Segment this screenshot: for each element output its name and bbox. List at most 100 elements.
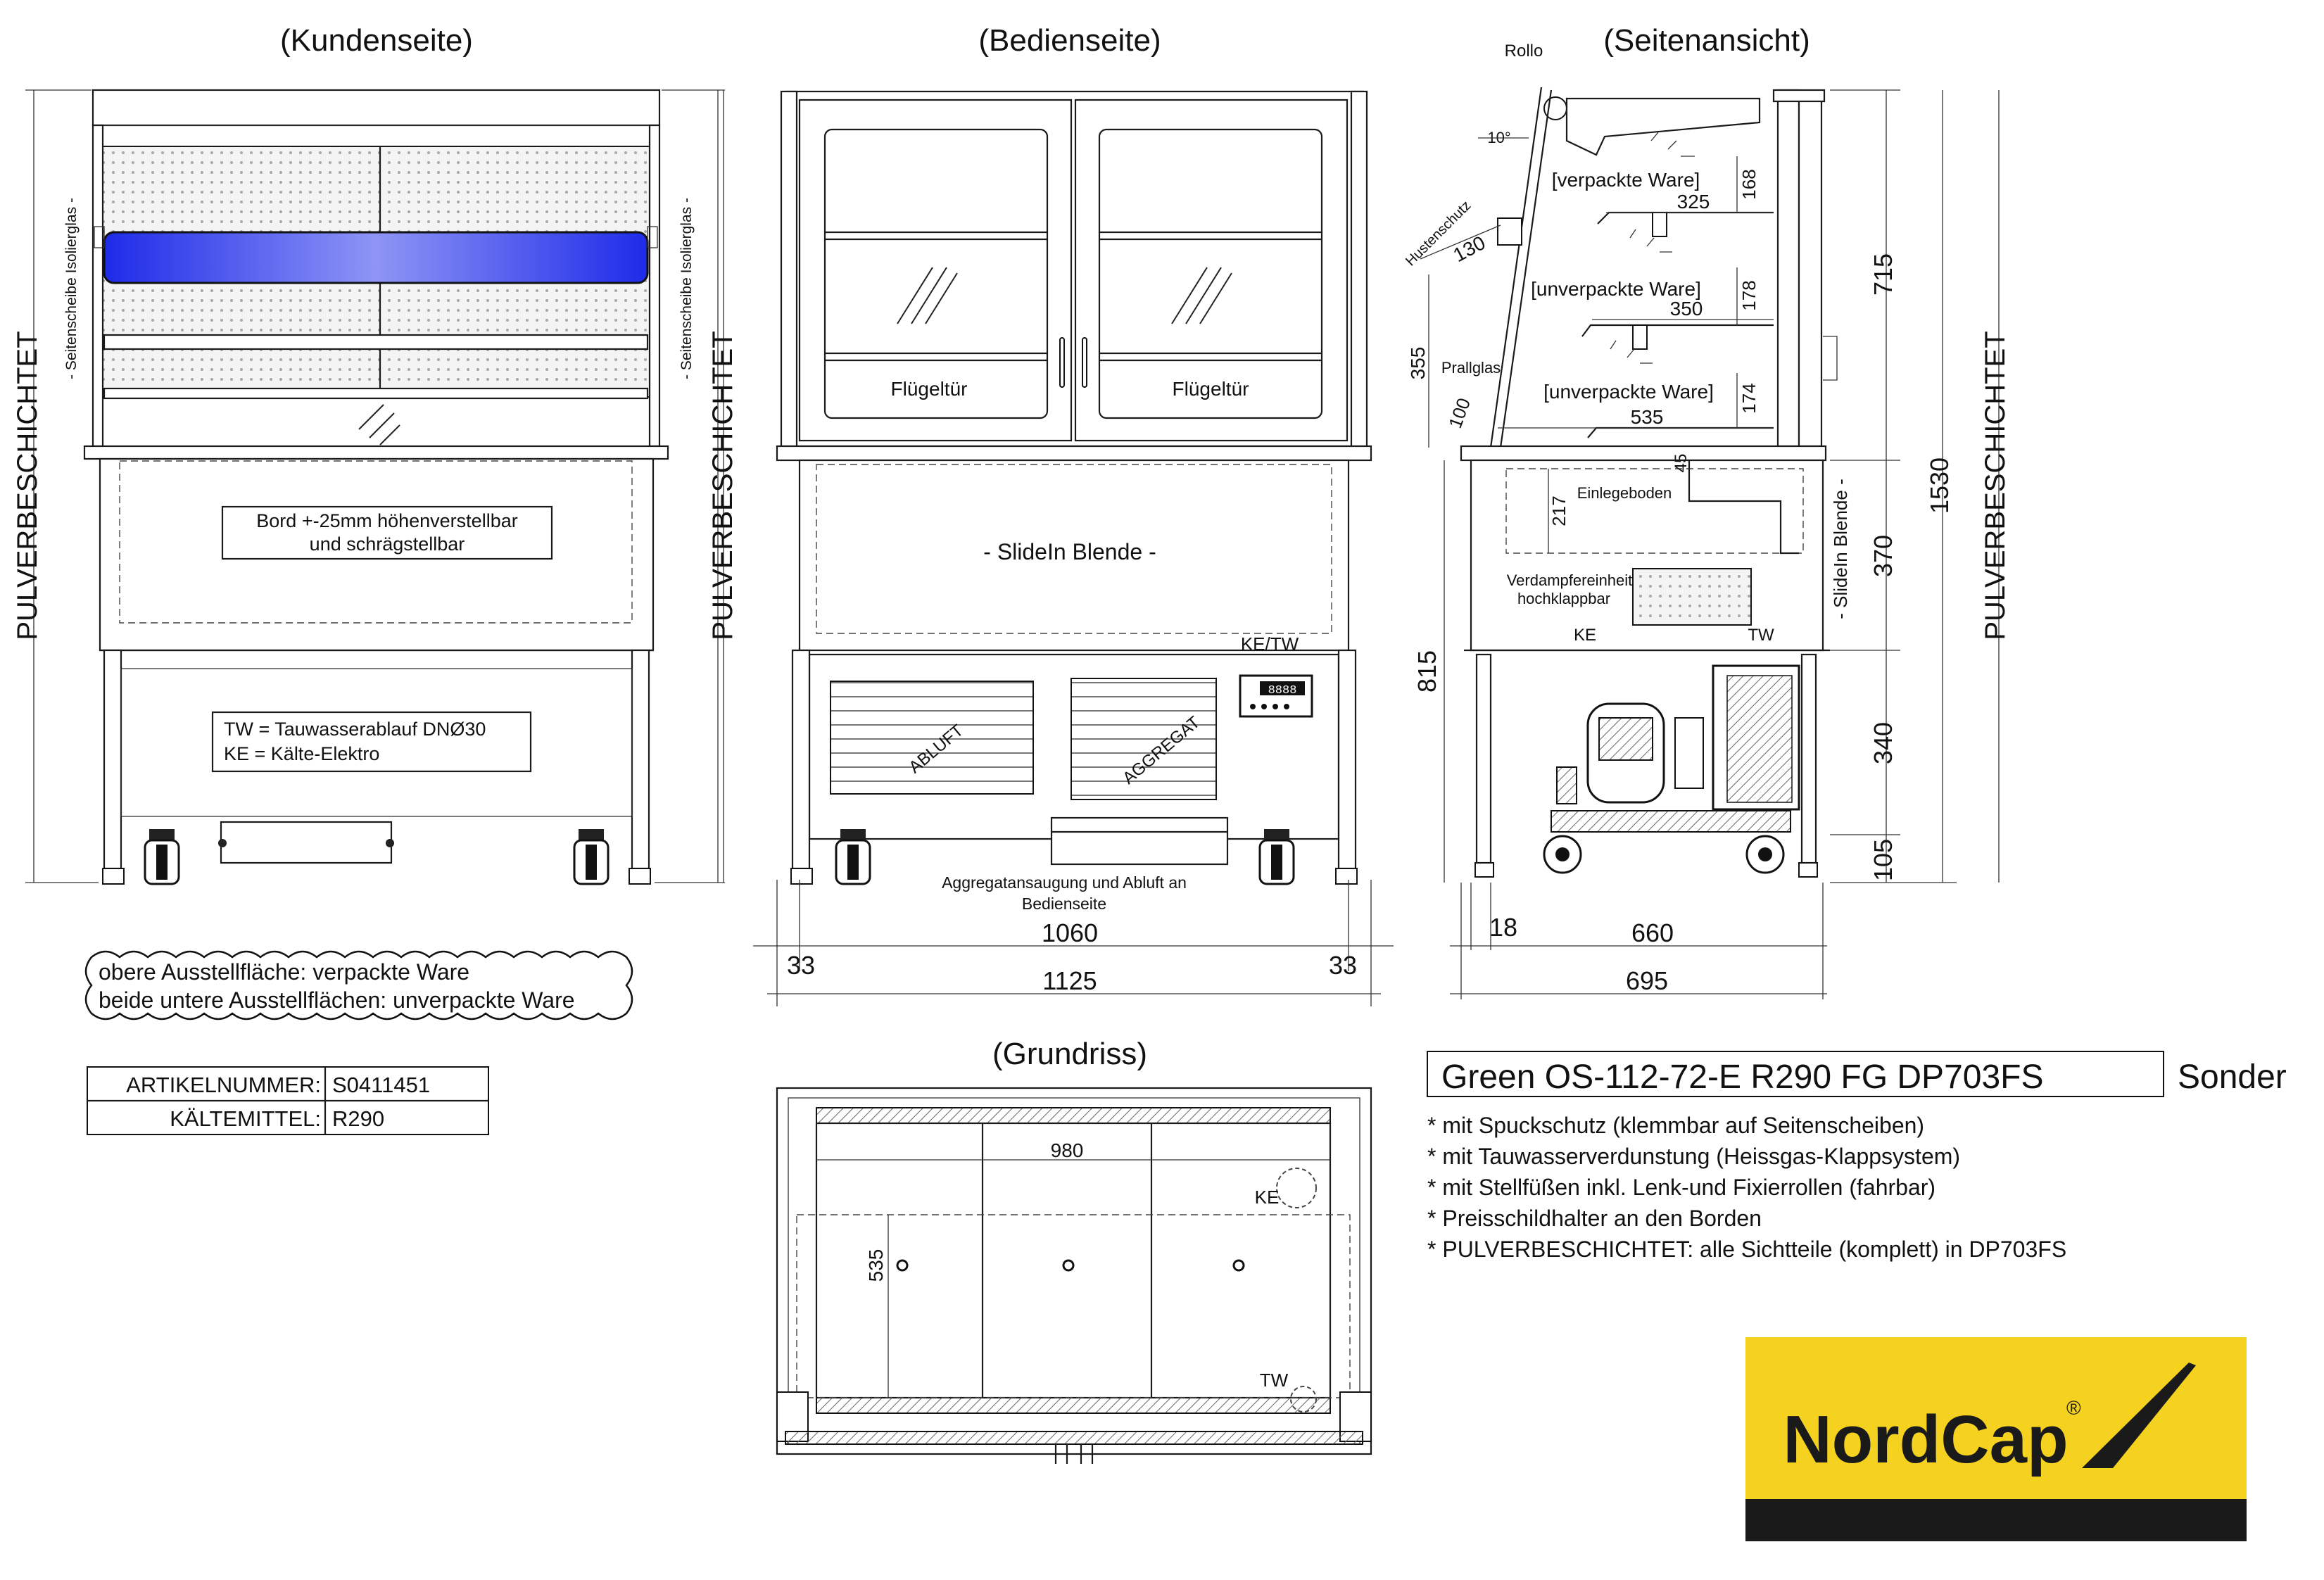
product-title: Green OS-112-72-E R290 FG DP703FS xyxy=(1441,1058,2044,1096)
dim-45: 45 xyxy=(1672,454,1691,473)
dim-350: 350 xyxy=(1670,298,1703,320)
logo-registered: ® xyxy=(2066,1397,2081,1419)
caster-left xyxy=(144,829,180,885)
customer-right-leg xyxy=(631,649,650,870)
operator-caster-right xyxy=(1258,829,1295,885)
dim-33-left: 33 xyxy=(787,951,815,980)
dim-168: 168 xyxy=(1738,169,1760,199)
condenser-base xyxy=(1551,810,1791,833)
side-slidein-label: - SlideIn Blende - xyxy=(1830,479,1851,619)
dim-535-side: 535 xyxy=(1631,406,1664,428)
table-label-article: ARTIKELNUMMER: xyxy=(126,1073,321,1097)
dim-33-right: 33 xyxy=(1329,951,1357,980)
door-handle-left xyxy=(1059,337,1065,388)
door-right-label: Flügeltür xyxy=(1173,378,1249,400)
evaporator-unit xyxy=(1632,568,1752,626)
dim-178: 178 xyxy=(1738,280,1760,310)
plan-front-rail xyxy=(816,1397,1331,1414)
table-label-refrigerant: KÄLTEMITTEL: xyxy=(170,1106,321,1131)
customer-counter-top xyxy=(83,445,669,460)
nordcap-logo: NordCap ® xyxy=(1745,1337,2247,1541)
customer-base-panel-inner xyxy=(119,460,633,624)
plan-ke-port xyxy=(1276,1168,1317,1208)
plan-dim-980: 980 xyxy=(1051,1139,1084,1161)
side-powder-coated: PULVERBESCHICHTET xyxy=(1980,331,2011,640)
side-rear-post xyxy=(1776,89,1800,448)
customer-shelf-3 xyxy=(103,387,649,400)
dim-100: 100 xyxy=(1444,395,1474,431)
door-left-label: Flügeltür xyxy=(891,378,968,400)
logo-swoosh-icon xyxy=(2082,1363,2196,1468)
view-title-operator: (Bedienseite) xyxy=(978,23,1161,58)
top-shelf-blue xyxy=(103,231,649,284)
dim-325: 325 xyxy=(1677,191,1710,213)
glass-right-label: - Seitenscheibe Isolierglas - xyxy=(678,198,695,379)
side-ke-label: KE xyxy=(1574,626,1596,645)
side-tw-label: TW xyxy=(1748,626,1774,645)
shelf1-label: [verpackte Ware] xyxy=(1552,169,1700,191)
plan-outline xyxy=(776,1087,1372,1455)
customer-left-post xyxy=(91,124,104,448)
caster-right xyxy=(573,829,610,885)
controller-display: 8888 xyxy=(1268,684,1297,697)
dim-1530: 1530 xyxy=(1925,457,1954,514)
customer-left-leg xyxy=(103,649,122,870)
canopy-profile xyxy=(1565,97,1761,156)
product-info: Green OS-112-72-E R290 FG DP703FS Sonder… xyxy=(1427,1051,2287,1262)
door-left xyxy=(798,99,1073,442)
powder-coated-right: PULVERBESCHICHTET xyxy=(707,331,738,640)
cloud-line-1: obere Ausstellfläche: verpackte Ware xyxy=(99,959,469,985)
operator-view: (Bedienseite) Flügeltür Flügeltür - Slid… xyxy=(707,23,1394,1006)
dim-340: 340 xyxy=(1869,722,1897,764)
cloud-line-2: beide untere Ausstellflächen: unverpackt… xyxy=(99,987,575,1013)
dim-695: 695 xyxy=(1626,966,1668,995)
dim-1125: 1125 xyxy=(1042,966,1097,995)
customer-shelf-2 xyxy=(103,334,649,350)
aggregate-grille xyxy=(1071,678,1217,800)
view-title-customer: (Kundenseite) xyxy=(280,23,473,58)
shelf3-label: [unverpackte Ware] xyxy=(1543,381,1714,403)
plan-tw-port xyxy=(1290,1386,1317,1412)
evaporator-label-1: Verdampfereinheit xyxy=(1507,571,1633,589)
product-title-box xyxy=(1427,1051,2164,1097)
dim-815: 815 xyxy=(1413,650,1441,693)
door-handle-right xyxy=(1082,337,1087,388)
dim-1060: 1060 xyxy=(1042,918,1098,947)
customer-canopy xyxy=(91,89,661,127)
dim-660: 660 xyxy=(1631,918,1674,947)
powder-coated-left: PULVERBESCHICHTET xyxy=(12,331,43,640)
prallglas-label: Prallglas xyxy=(1441,359,1501,377)
dim-355: 355 xyxy=(1407,347,1429,380)
rollo-label: Rollo xyxy=(1505,42,1543,61)
logo-text: NordCap xyxy=(1783,1402,2068,1477)
feature-5: * PULVERBESCHICHTET: alle Sichtteile (ko… xyxy=(1427,1237,2066,1262)
display-note-cloud: obere Ausstellfläche: verpackte Ware bei… xyxy=(84,950,633,1020)
legend-tw: TW = Tauwasserablauf DNØ30 xyxy=(224,719,486,740)
operator-powder-coated: PULVERBESCHICHTET xyxy=(707,331,738,640)
info-table: ARTIKELNUMMER: S0411451 KÄLTEMITTEL: R29… xyxy=(87,1066,489,1135)
dim-217: 217 xyxy=(1548,495,1570,526)
plan-rear-rail xyxy=(816,1107,1331,1124)
view-title-plan: (Grundriss) xyxy=(992,1037,1147,1071)
evaporator-label-2: hochklappbar xyxy=(1517,590,1610,607)
legend-box xyxy=(211,711,532,773)
plan-view: (Grundriss) 980 535 KE TW xyxy=(776,1037,1372,1464)
customer-canopy-underside xyxy=(98,125,655,147)
feature-4: * Preisschildhalter an den Borden xyxy=(1427,1206,1762,1231)
einlegeboden-shelf xyxy=(1505,468,1804,554)
customer-base-panel xyxy=(99,457,655,652)
logo-band xyxy=(1745,1499,2247,1541)
glass-left-label: - Seitenscheibe Isolierglas - xyxy=(63,198,80,379)
dim-105: 105 xyxy=(1869,839,1897,881)
exhaust-grille xyxy=(830,681,1034,795)
dim-174: 174 xyxy=(1738,383,1760,413)
dim-130: 130 xyxy=(1450,232,1489,266)
customer-right-post xyxy=(648,124,661,448)
plan-dim-535: 535 xyxy=(865,1249,887,1282)
operator-caster-left xyxy=(835,829,871,885)
shelf-adjust-note-2: und schrägstellbar xyxy=(310,533,465,555)
slidein-panel xyxy=(798,459,1350,652)
dim-715: 715 xyxy=(1869,253,1897,296)
sneeze-guard-clamp xyxy=(1497,217,1522,246)
intake-note-1: Aggregatansaugung und Abluft an xyxy=(942,873,1187,892)
